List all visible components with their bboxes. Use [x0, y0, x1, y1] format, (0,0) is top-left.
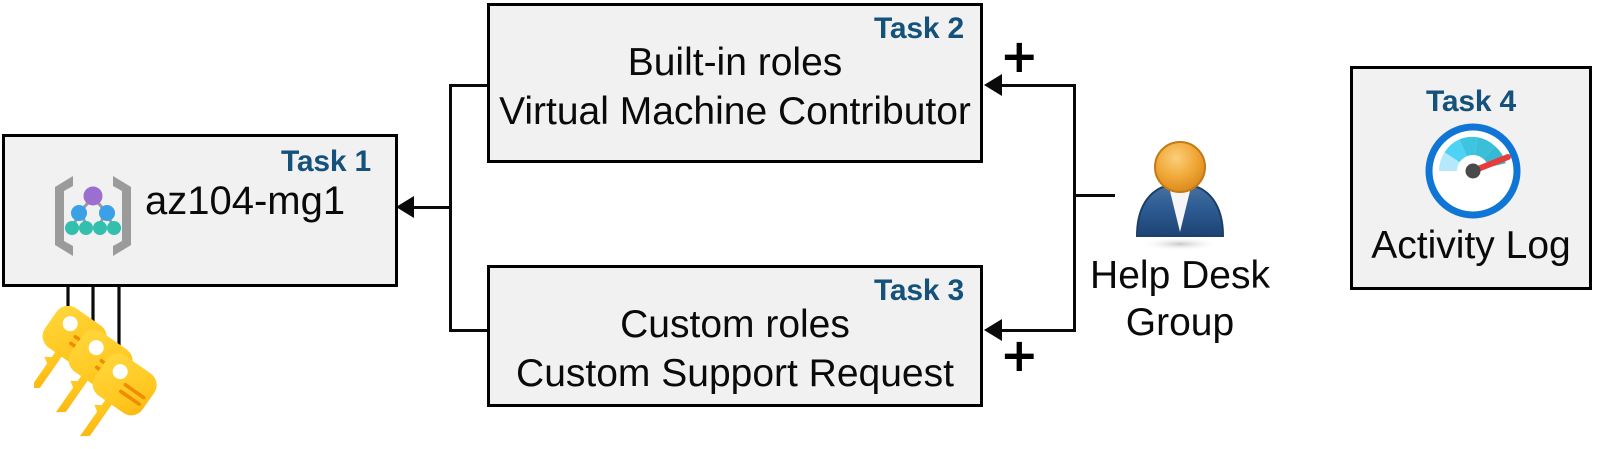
task3-line1: Custom roles [620, 303, 850, 346]
task1-label: Task 1 [281, 145, 371, 178]
task2-line1: Built-in roles [627, 41, 843, 84]
left-bus-top-stub [449, 84, 489, 87]
task3-line2: Custom Support Request [516, 352, 954, 395]
task2-box[interactable]: Task 2 Built-in roles Virtual Machine Co… [487, 3, 983, 163]
task2-label: Task 2 [874, 12, 964, 45]
task2-incoming-arrowhead [984, 74, 1002, 96]
helpdesk-outgoing-line [1073, 194, 1115, 197]
task1-name-text: az104-mg1 [145, 179, 346, 223]
user-group-icon [1135, 141, 1225, 250]
helpdesk-line1: Help Desk [1090, 254, 1270, 297]
task1-box[interactable]: Task 1 az104-mg1 [2, 134, 398, 287]
task2-body-text: Built-in roles Virtual Machine Contribut… [490, 38, 980, 136]
task3-label: Task 3 [874, 274, 964, 307]
task3-body-text: Custom roles Custom Support Request [490, 300, 980, 398]
task3-incoming-line [1002, 329, 1076, 332]
task2-incoming-line [1002, 84, 1076, 87]
activity-log-gauge-icon [1425, 123, 1521, 219]
keys-icon [34, 306, 157, 437]
right-bus-vertical-line [1073, 84, 1076, 332]
management-group-icon [55, 176, 131, 256]
task1-incoming-line [414, 206, 452, 209]
task3-box[interactable]: Task 3 Custom roles Custom Support Reque… [487, 265, 983, 407]
task2-line2: Virtual Machine Contributor [499, 90, 971, 133]
task4-box[interactable]: Task 4 Activity Log [1350, 66, 1592, 290]
task4-label: Task 4 [1426, 85, 1516, 118]
task3-plus-sign: + [1000, 328, 1039, 382]
helpdesk-line2: Group [1125, 301, 1235, 344]
task3-incoming-arrowhead [984, 319, 1002, 341]
task2-plus-sign: + [1000, 29, 1039, 83]
task1-incoming-arrowhead [396, 196, 414, 218]
task4-name-text: Activity Log [1371, 224, 1571, 267]
helpdesk-label: Help Desk Group [1085, 252, 1275, 346]
left-bus-bottom-stub [449, 329, 489, 332]
